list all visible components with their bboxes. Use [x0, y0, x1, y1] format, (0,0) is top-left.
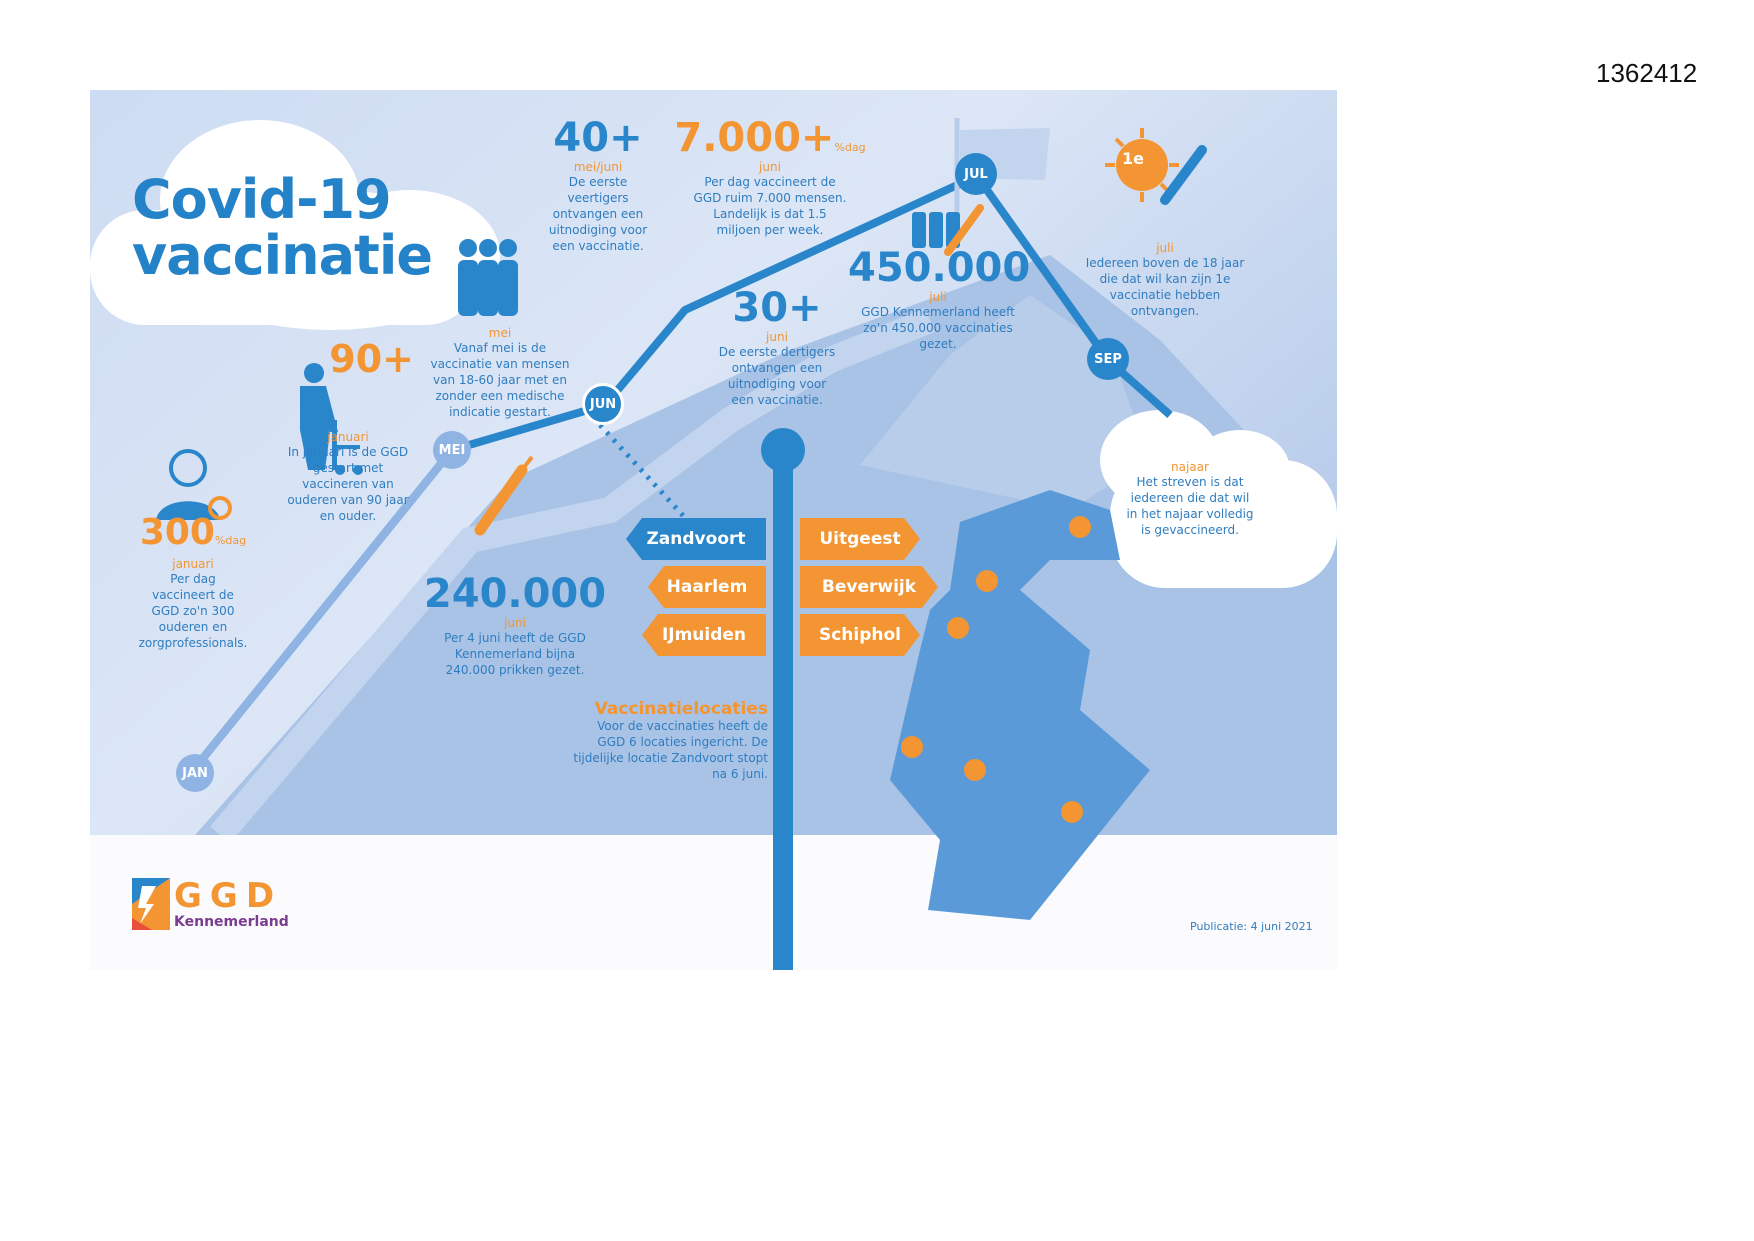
first-vaccination-badge: 1e — [1122, 149, 1144, 168]
locations-text: Voor de vaccinaties heeft de GGD 6 locat… — [573, 719, 768, 781]
stat-40: 40+ mei/juni De eerste veertigers ontvan… — [518, 118, 678, 254]
stat-300-value: 300 — [139, 512, 215, 553]
location-dots — [901, 516, 1091, 823]
stat-7000-value: 7.000+ — [674, 115, 835, 161]
stat-450000-text: GGD Kennemerland heeft zo'n 450.000 vacc… — [861, 305, 1015, 351]
ggd-logo: GGD Kennemerland — [132, 876, 289, 934]
stat-450000-period: juli — [929, 290, 947, 304]
stat-240000-period: juni — [504, 616, 526, 630]
mountain-snow — [860, 295, 1150, 510]
stat-240000: 240.000 juni Per 4 juni heeft de GGD Ken… — [420, 574, 610, 678]
syringe-icon-240000 — [474, 455, 534, 536]
locations-heading: Vaccinatielocaties — [594, 699, 768, 719]
doctor-icon — [156, 449, 232, 520]
stat-450000: 450.000 juli GGD Kennemerland heeft zo'n… — [848, 245, 1031, 352]
stat-240000-text: Per 4 juni heeft de GGD Kennemerland bij… — [444, 631, 586, 677]
stat-90-period: januari — [327, 430, 369, 444]
stat-7000-period: juni — [759, 160, 781, 174]
stat-450000-value: 450.000 — [848, 245, 1031, 291]
infographic-background — [90, 118, 1337, 970]
document-id: 1362412 — [1596, 58, 1698, 88]
stat-mei-text: Vanaf mei is de vaccinatie van mensen va… — [430, 341, 570, 419]
people-icon — [458, 239, 518, 316]
stat-300-text: Per dag vaccineert de GGD zo'n 300 ouder… — [138, 572, 248, 650]
stat-240000-value: 240.000 — [423, 571, 607, 617]
title-cloud — [90, 120, 500, 330]
stat-300-unit: %dag — [214, 534, 247, 547]
stat-najaar-text: Het streven is dat iedereen die dat wil … — [1126, 475, 1254, 537]
stat-first-vaccination: 1e juli Iedereen boven de 18 jaar die da… — [1075, 125, 1255, 319]
stat-najaar: najaar Het streven is dat iedereen die d… — [1125, 460, 1255, 538]
vials-icon — [912, 204, 984, 256]
stat-300-period: januari — [172, 557, 214, 571]
ggd-logo-name: GGD — [174, 876, 283, 916]
stat-7000-text: Per dag vaccineert de GGD ruim 7.000 men… — [693, 175, 847, 237]
signpost-top — [761, 428, 805, 472]
ggd-logo-mark — [132, 878, 170, 930]
ground — [90, 835, 1337, 970]
stat-90-value: 90+ — [329, 337, 414, 381]
stat-30-period: juni — [766, 330, 788, 344]
stat-90: 90+ januari In januari is de GGD gestart… — [268, 340, 428, 524]
month-node-jan: JAN — [176, 754, 214, 792]
sign-beverwijk: Beverwijk — [800, 566, 938, 608]
sign-schiphol: Schiphol — [800, 614, 920, 656]
timeline-dotted — [598, 423, 712, 547]
stat-mei: mei Vanaf mei is de vaccinatie van mense… — [430, 326, 570, 420]
region-map — [890, 490, 1150, 920]
sign-ijmuiden: IJmuiden — [642, 614, 766, 656]
title-line-2: vaccinatie — [132, 224, 433, 287]
elderly-icon — [300, 363, 363, 475]
sign-zandvoort: Zandvoort — [626, 518, 766, 560]
month-node-mei: MEI — [433, 431, 471, 469]
stat-first-period: juli — [1156, 241, 1174, 255]
sign-uitgeest: Uitgeest — [800, 518, 920, 560]
najaar-cloud — [1100, 410, 1337, 588]
signpost-pole — [773, 450, 793, 970]
infographic-title: Covid-19 vaccinatie — [132, 168, 433, 287]
stat-40-period: mei/juni — [573, 160, 623, 174]
virus-icon — [1105, 128, 1207, 205]
stat-40-text: De eerste veertigers ontvangen een uitno… — [548, 175, 648, 253]
locations-block: Vaccinatielocaties Voor de vaccinaties h… — [568, 701, 768, 782]
stat-najaar-period: najaar — [1171, 460, 1209, 474]
vaccination-infographic: Covid-19 vaccinatie JAN MEI JUN JUL SEP … — [90, 90, 1337, 970]
title-line-1: Covid-19 — [132, 168, 392, 231]
sign-haarlem: Haarlem — [648, 566, 766, 608]
month-node-jul: JUL — [955, 153, 997, 195]
publication-date: Publicatie: 4 juni 2021 — [1190, 920, 1313, 933]
stat-30-value: 30+ — [732, 285, 822, 331]
stat-90-text: In januari is de GGD gestart met vaccine… — [287, 445, 409, 523]
month-node-sep: SEP — [1087, 338, 1129, 380]
stat-40-value: 40+ — [553, 115, 643, 161]
stat-30-text: De eerste dertigers ontvangen een uitnod… — [718, 345, 836, 407]
stat-300: 300%dag januari Per dag vaccineert de GG… — [118, 515, 268, 651]
stat-30: 30+ juni De eerste dertigers ontvangen e… — [702, 288, 852, 408]
stat-first-text: Iedereen boven de 18 jaar die dat wil ka… — [1085, 256, 1245, 318]
stat-7000: 7.000+%dag juni Per dag vaccineert de GG… — [670, 118, 870, 238]
month-node-jun: JUN — [582, 383, 624, 425]
mountain-path — [210, 307, 935, 844]
stat-7000-unit: %dag — [834, 141, 866, 154]
stat-mei-period: mei — [488, 326, 512, 340]
ggd-logo-sub: Kennemerland — [174, 914, 289, 930]
timeline-line-past — [191, 447, 456, 771]
